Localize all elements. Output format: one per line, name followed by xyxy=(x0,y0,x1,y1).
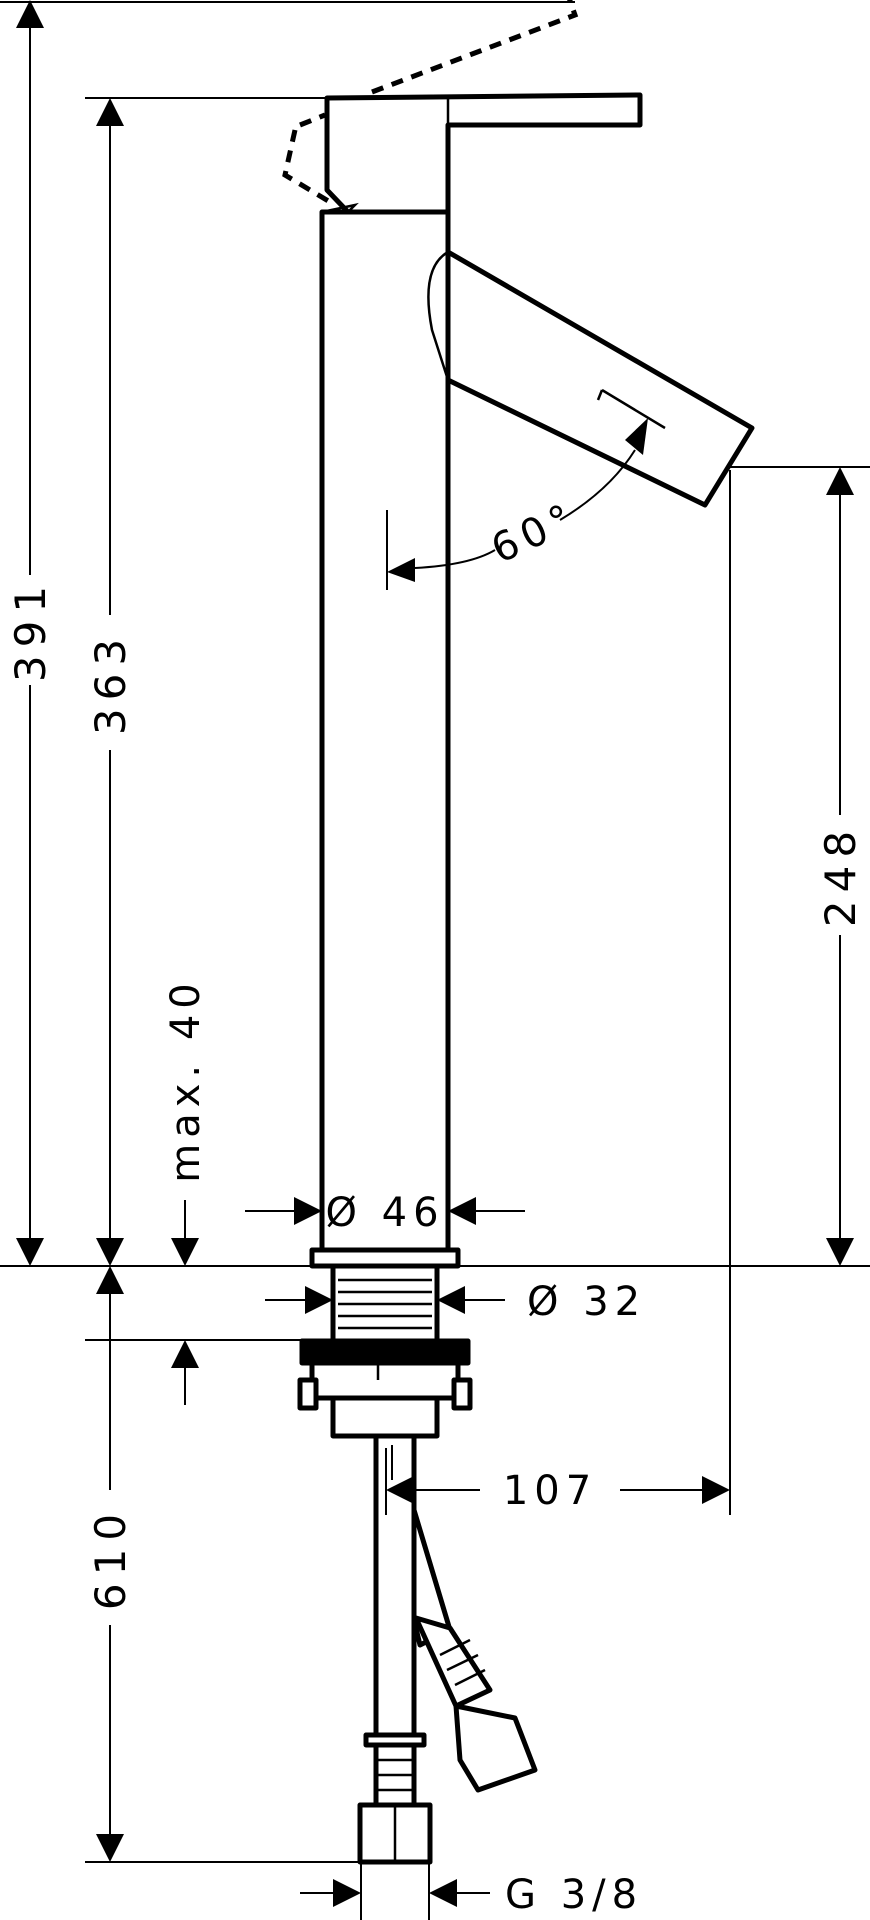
lever-open-position xyxy=(282,0,579,208)
nut-lower xyxy=(330,1395,440,1439)
label-angle-60: 60° xyxy=(484,494,584,573)
label-diameter-46: Ø 46 xyxy=(325,1190,444,1236)
label-248: 248 xyxy=(816,823,865,927)
faucet-column xyxy=(319,209,451,1253)
mounting-plate xyxy=(299,1338,471,1366)
label-max40: max. 40 xyxy=(163,977,209,1182)
faucet-spout xyxy=(445,249,755,508)
supply-hoses xyxy=(357,1433,538,1865)
mounting-assembly xyxy=(297,1247,473,1439)
label-391: 391 xyxy=(6,578,55,682)
dimension-lines xyxy=(16,0,854,1920)
label-363: 363 xyxy=(86,631,135,735)
label-g-3-8: G 3/8 xyxy=(505,1872,643,1918)
hose-angled xyxy=(411,1507,453,1648)
lever-handle xyxy=(324,92,643,215)
faucet-body xyxy=(282,0,755,1253)
mounting-nut xyxy=(309,1360,461,1401)
label-diameter-32: Ø 32 xyxy=(527,1279,646,1325)
hose-nut-angled xyxy=(453,1703,538,1793)
label-107: 107 xyxy=(503,1468,597,1514)
label-610: 610 xyxy=(86,1506,135,1610)
